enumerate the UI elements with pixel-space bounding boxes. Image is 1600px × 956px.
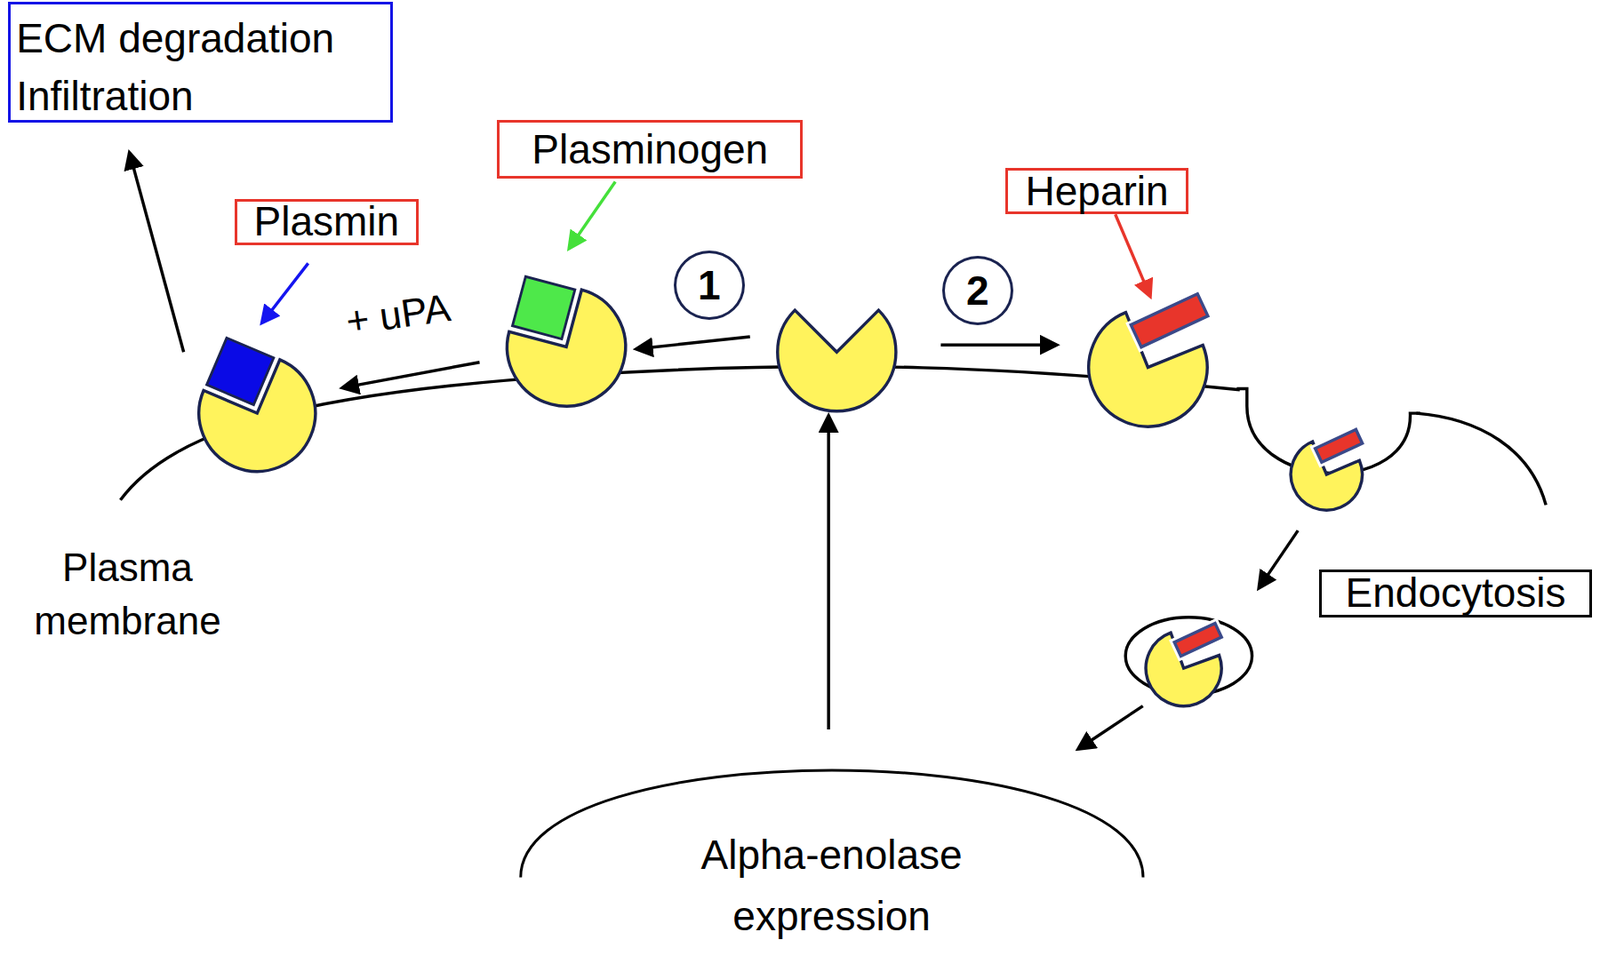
pointer-arrow: [262, 263, 309, 323]
enolase-molecule: [777, 310, 896, 412]
heparin-bar: [1168, 617, 1227, 662]
pointer-arrow: [1078, 706, 1143, 750]
enolase-molecule: [1070, 288, 1219, 446]
pointer-arrow: [1115, 214, 1151, 296]
membrane-line: [1236, 389, 1247, 408]
pointer-arrow: [1259, 530, 1299, 588]
process-box: Endocytosis: [1319, 569, 1592, 618]
plasma-membrane: [120, 366, 1546, 695]
pointer-arrow: [940, 343, 1056, 346]
callout-number: 1: [673, 250, 745, 320]
pointer-arrow: [129, 152, 184, 352]
ligand-halo: [1125, 288, 1214, 353]
endocytic-pit: [1247, 406, 1421, 474]
node-text: Endocytosis: [1345, 570, 1567, 616]
molecule-label-box: Plasminogen: [496, 120, 803, 178]
enolase-shape: [777, 310, 896, 412]
molecule-label-box: Heparin: [1005, 168, 1190, 215]
enolase-molecule: [494, 258, 648, 428]
enzyme-label: + uPA: [342, 280, 454, 349]
ligand-halo: [1168, 617, 1227, 662]
pointer-arrow: [343, 362, 480, 389]
ligand-square: [192, 324, 288, 419]
node-text: Alpha-enolase expression: [636, 824, 1028, 948]
node-text: ECM degradation Infiltration: [16, 9, 385, 126]
membrane-line: [1416, 413, 1546, 505]
callout-number: 2: [942, 256, 1014, 326]
ligand-square: [494, 258, 593, 358]
heparin-bar: [1125, 288, 1214, 353]
ligand-square: [494, 258, 593, 358]
pointer-arrow: [636, 336, 750, 350]
ligand-halo: [1309, 424, 1368, 468]
node-text: Plasminogen: [531, 127, 768, 173]
node-text: Heparin: [1025, 168, 1169, 215]
pointer-arrow: [826, 416, 830, 730]
enolase-molecule: [1280, 424, 1369, 521]
heparin-bar: [1309, 424, 1368, 468]
heparin-bar: [1130, 294, 1208, 348]
outcome-box: ECM degradation Infiltration: [8, 1, 393, 122]
nucleus-arc: Alpha-enolase expression: [515, 770, 1149, 956]
node-text: Plasmin: [254, 199, 400, 245]
molecule-label-box: Plasmin: [234, 199, 419, 246]
enolase-molecule: [187, 324, 333, 489]
ligand-halo: [494, 258, 593, 358]
ligand-square: [192, 324, 288, 419]
ligand-halo: [192, 324, 288, 419]
enolase-molecule: [1133, 617, 1230, 719]
structure-label: Plasma membrane: [9, 541, 245, 648]
heparin-bar: [1315, 429, 1363, 463]
heparin-bar: [1174, 623, 1222, 656]
pointer-arrow: [569, 182, 616, 249]
